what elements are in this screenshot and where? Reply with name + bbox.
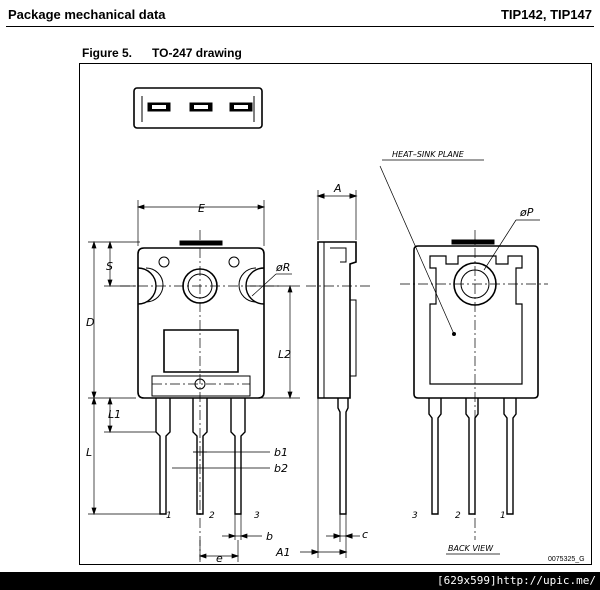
page-header: Package mechanical data TIP142, TIP147	[6, 4, 594, 27]
back-pin-2: 2	[455, 511, 461, 521]
top-view	[134, 88, 262, 128]
footer-watermark[interactable]: [629x599]http://upic.me/	[437, 574, 596, 587]
dim-R: øR	[275, 261, 290, 274]
figure-title: TO-247 drawing	[152, 46, 242, 60]
back-pin-3: 3	[412, 511, 418, 521]
drawing-code: 0075325_G	[548, 556, 585, 563]
dim-L2: L2	[278, 348, 291, 361]
front-pin-1: 1	[166, 511, 172, 521]
dim-b: b	[266, 530, 273, 543]
dim-A: A	[333, 182, 342, 195]
front-dimensions	[88, 200, 300, 562]
back-view-label: BACK VIEW	[448, 544, 494, 553]
figure-number: Figure 5.	[82, 46, 133, 60]
dim-P: øP	[519, 206, 534, 219]
heatsink-note: HEAT–SINK PLANE	[392, 150, 465, 159]
dim-E: E	[198, 202, 205, 215]
side-view	[300, 190, 370, 558]
drawing-frame	[79, 63, 592, 565]
back-pin-1: 1	[500, 511, 506, 521]
back-view	[380, 160, 548, 554]
dim-b2: b2	[274, 462, 288, 475]
front-view	[120, 230, 282, 560]
dim-S: S	[106, 260, 113, 273]
dim-L: L	[86, 446, 92, 459]
part-numbers: TIP142, TIP147	[500, 7, 592, 22]
section-title: Package mechanical data	[8, 7, 166, 22]
dim-L1: L1	[108, 408, 121, 421]
front-pin-2: 2	[209, 511, 215, 521]
dim-e: e	[216, 552, 223, 565]
dim-D: D	[86, 316, 94, 329]
dim-b1: b1	[274, 446, 288, 459]
dim-c: c	[362, 528, 368, 541]
dim-A1: A1	[275, 546, 291, 559]
front-pin-3: 3	[254, 511, 260, 521]
footer-bar: [629x599]http://upic.me/	[0, 572, 600, 590]
